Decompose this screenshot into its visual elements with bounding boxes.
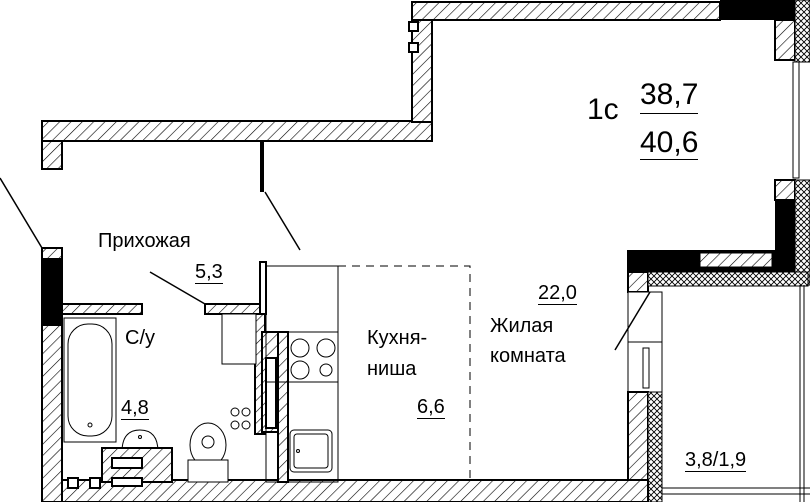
total-area: 40,6 — [640, 126, 699, 160]
room-area-hallway: 5,3 — [195, 261, 223, 284]
balcony-area: 3,8/1,9 — [685, 449, 747, 472]
room-name-kitchen-line1: Кухня- — [367, 327, 428, 349]
room-name-living-line1: Жилая — [490, 315, 554, 337]
room-name-living-line2: комната — [490, 345, 566, 367]
apartment-type: 1с — [587, 93, 619, 126]
living-area: 38,7 — [640, 80, 699, 114]
wall-top-corridor — [41, 120, 433, 142]
room-area-bathroom: 4,8 — [121, 397, 149, 420]
room-area-living: 22,0 — [538, 282, 577, 305]
room-name-bathroom: С/у — [125, 327, 155, 349]
room-name-hallway: Прихожая — [98, 230, 191, 252]
room-area-kitchen: 6,6 — [417, 396, 445, 419]
wall-stub — [41, 140, 63, 170]
room-name-kitchen-line2: ниша — [367, 358, 417, 380]
